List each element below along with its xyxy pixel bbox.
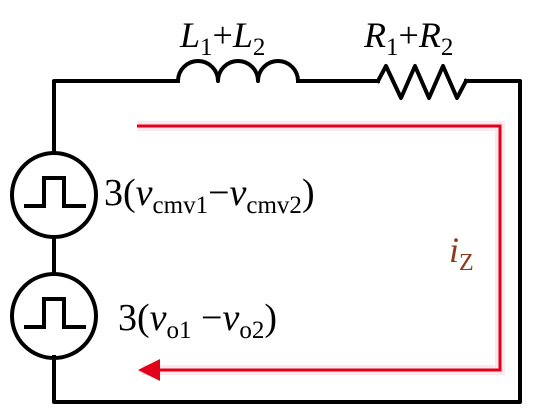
current-loop-arrow	[137, 124, 502, 372]
top-right-wire	[52, 79, 522, 404]
source-top-circle	[10, 151, 98, 239]
source-bottom-pulse-icon	[24, 297, 86, 329]
inductor-symbol	[175, 59, 301, 84]
source-top-pulse-icon	[24, 176, 86, 208]
inductor-label: L1+L2	[179, 15, 265, 61]
source-bottom-label: 3(vo1 −vo2)	[118, 297, 277, 344]
source-top-label: 3(vcmv1−vcmv2)	[104, 172, 315, 219]
current-arrowhead	[138, 359, 160, 381]
current-label: iZ	[449, 230, 474, 276]
top-left-wire	[52, 79, 180, 155]
resistor-label: R1+R2	[363, 15, 453, 61]
resistor-symbol	[375, 64, 469, 100]
source-bottom-circle	[10, 272, 98, 360]
